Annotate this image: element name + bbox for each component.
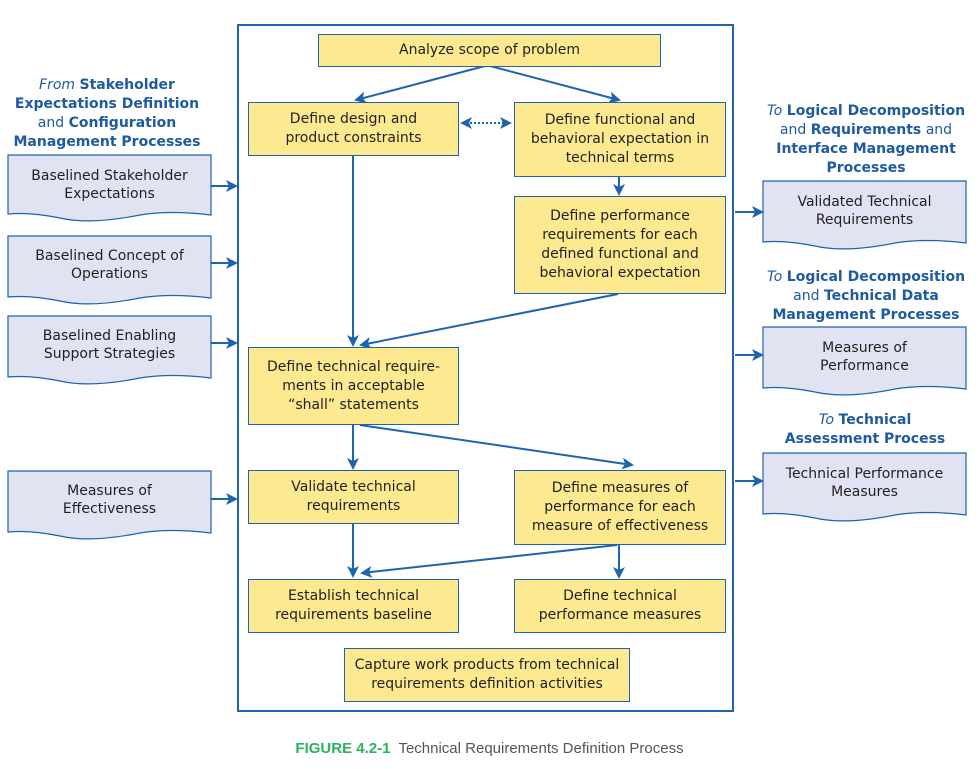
output-heading-3: To Technical Assessment Process	[775, 411, 955, 449]
inputs-heading: From Stakeholder Expectations Definition…	[4, 76, 210, 152]
input-doc-concept-of-operations: Baselined Concept of Operations	[35, 248, 184, 282]
heading-to: To	[766, 269, 787, 285]
input-doc-measures-of-effectiveness: Measures of Effectiveness	[62, 483, 157, 517]
doc-shape-measures-of-performance	[762, 326, 967, 396]
step-analyze-scope: Analyze scope of problem	[318, 34, 661, 67]
process-boundary	[237, 24, 734, 712]
input-doc-enabling-support-strategies: Baselined Enabling Support Strategies	[42, 328, 177, 362]
heading-stakeholder-expectations: Stakeholder Expectations Definition	[14, 77, 200, 112]
heading-logical-decomposition: Logical Decomposition	[786, 269, 966, 285]
step-validate-requirements: Validate technical requirements	[248, 470, 459, 524]
heading-logical-decomposition: Logical Decomposition	[786, 103, 966, 119]
step-shall-statements: Define technical require- ments in accep…	[248, 347, 459, 425]
doc-shape-measures-of-effectiveness	[7, 470, 212, 540]
heading-interface-management: Interface Management Processes	[776, 141, 956, 176]
output-doc-measures-of-performance: Measures of Performance	[820, 340, 909, 374]
doc-shape-concept-of-operations	[7, 235, 212, 305]
step-performance-requirements: Define performance requirements for each…	[514, 196, 726, 294]
output-heading-1: To Logical Decomposition and Requirement…	[760, 102, 972, 178]
input-doc-stakeholder-expectations: Baselined Stakeholder Expectations	[31, 168, 188, 202]
arrow-analyze-to-functional	[489, 65, 621, 104]
doc-shape-stakeholder-expectations	[7, 154, 212, 222]
doc-shape-validated-technical-requirements	[762, 180, 967, 250]
heading-and: and	[37, 115, 69, 131]
figure-caption: FIGURE 4.2-1 Technical Requirements Defin…	[0, 740, 979, 757]
heading-requirements: Requirements	[810, 122, 922, 138]
heading-configuration-management: Configuration Management Processes	[13, 115, 201, 150]
step-functional-expectation: Define functional and behavioral expecta…	[514, 102, 726, 177]
heading-and: and	[779, 122, 811, 138]
step-design-constraints: Define design and product constraints	[248, 102, 459, 156]
output-doc-technical-performance-measures: Technical Performance Measures	[785, 466, 944, 500]
figure-title: Technical Requirements Definition Proces…	[398, 740, 684, 757]
heading-and: and	[921, 122, 953, 138]
heading-technical-assessment: Technical Assessment Process	[784, 412, 946, 447]
arrow-performance-to-shall	[359, 293, 619, 349]
step-establish-baseline: Establish technical requirements baselin…	[248, 579, 459, 633]
heading-to: To	[818, 412, 839, 428]
output-heading-2: To Logical Decomposition and Technical D…	[760, 268, 972, 325]
step-capture-work-products: Capture work products from technical req…	[344, 648, 630, 702]
arrow-mop-to-baseline	[360, 544, 618, 578]
figure-number: FIGURE 4.2-1	[295, 740, 391, 757]
arrow-analyze-to-design	[354, 65, 486, 104]
step-technical-performance-measures: Define technical performance measures	[514, 579, 726, 633]
heading-from: From	[39, 77, 80, 93]
heading-and: and	[793, 288, 824, 304]
step-measures-of-performance: Define measures of performance for each …	[514, 470, 726, 545]
heading-to: To	[766, 103, 787, 119]
doc-shape-enabling-support	[7, 315, 212, 385]
doc-shape-technical-performance-measures	[762, 452, 967, 522]
arrow-shall-to-mop	[359, 424, 634, 470]
output-doc-validated-technical-requirements: Validated Technical Requirements	[797, 194, 932, 228]
heading-technical-data-management: Technical Data Management Processes	[772, 288, 960, 323]
